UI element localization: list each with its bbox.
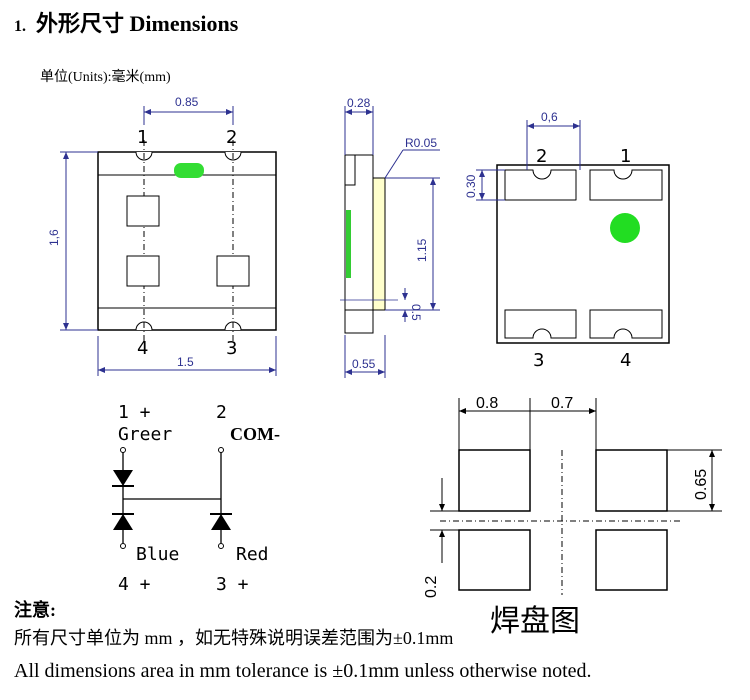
diode-blue [113,514,133,530]
circuit-pin4: 4 + [118,574,151,595]
pin-label-4: 4 [137,338,148,359]
polarity-dot [610,213,640,243]
circuit-blue-label: Blue [136,544,179,565]
dim-pad-02: 0.2 [423,576,440,598]
circuit-pin2: 2 [216,402,227,423]
dim-side-028: 0.28 [347,96,371,110]
pin-label-2: 2 [226,127,237,148]
section-number: 1. [14,18,26,35]
top-view-body [97,151,277,331]
diode-red [211,514,231,530]
pad [595,449,668,512]
polarity-marker [174,163,204,178]
dim-bottom-view-030: 0.30 [464,174,478,198]
pin-label-4: 4 [620,350,631,371]
dim-bottom-view-06: 0,6 [541,110,558,124]
pin-label-1: 1 [137,127,148,148]
top-view: 1 2 4 3 0.85 1,6 1.5 [47,95,277,376]
circuit-pin3: 3 + [216,574,249,595]
pad-layout-title: 焊盘图 [490,604,580,639]
pad [458,449,531,512]
pad [458,529,531,591]
circuit-red-label: Red [236,544,269,565]
dim-left-16: 1,6 [47,229,61,246]
dim-top-085: 0.85 [175,95,199,109]
circuit-com-label: COM- [230,424,280,444]
pin-label-3: 3 [533,350,544,371]
pad [595,529,668,591]
dim-pad-07: 0.7 [551,395,573,412]
chip-pad [216,255,250,287]
section-title: 1. 外形尺寸 Dimensions [14,6,238,38]
circuit-green-label: Greer [118,424,172,445]
circuit-pin1: 1 + [118,402,151,423]
dim-side-small: 0.5 [409,304,423,321]
notes-heading: 注意: [14,600,56,620]
diode-green [113,470,133,486]
dim-bottom-15: 1.5 [177,355,194,369]
notes-line-en: All dimensions area in mm tolerance is ±… [14,660,592,682]
pin-label-3: 3 [226,338,237,359]
pin-label-2: 2 [536,146,547,167]
units-label: 单位(Units):毫米(mm) [40,70,171,85]
dim-side-height: 1.15 [415,238,429,262]
section-title-text: 外形尺寸 Dimensions [36,11,239,36]
dim-pad-08: 0.8 [476,395,498,412]
circuit-diagram: 1 + Greer 2 COM- Blue Red 4 + 3 + [112,402,280,595]
pad-layout: 0.8 0.7 0.65 0.2 [423,395,722,598]
dim-side-bottom: 0.55 [352,357,376,371]
dim-radius: R0.05 [405,136,437,150]
pin-label-1: 1 [620,146,631,167]
notes-line-cn: 所有尺寸单位为 mm ，如无特殊说明误差范围为±0.1mm [14,628,454,648]
chip-pad [126,255,160,287]
bottom-view: 2 1 3 4 0,6 0.30 [464,110,670,371]
dim-pad-065: 0.65 [693,469,710,500]
side-view: 0.28 R0.05 1.15 0.5 0.55 [340,96,440,378]
chip-pad [126,195,160,227]
